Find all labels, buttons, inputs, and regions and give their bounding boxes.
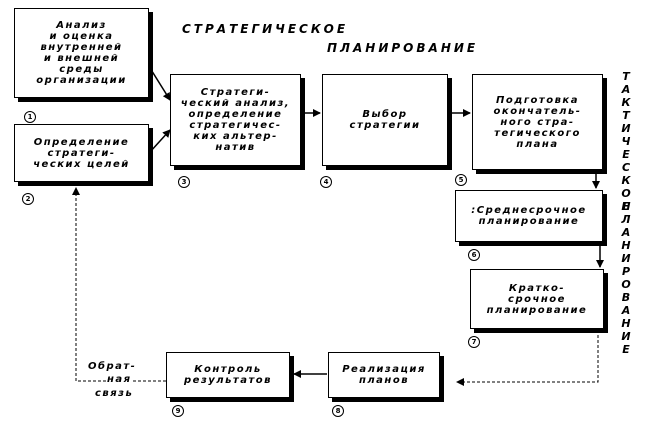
strategic-heading-line1: СТРАТЕГИЧЕСКОЕ: [182, 22, 349, 36]
box-implementation: Реализация планов: [328, 352, 440, 398]
box-final-plan: Подготовка окончатель- ного стра- тегиче…: [472, 74, 603, 170]
arrow-goals-to-strategic-analysis: [149, 129, 171, 153]
box-control: Контроль результатов: [166, 352, 290, 398]
step-number-5: 5: [455, 174, 467, 186]
feedback-label-line1: Обрат-: [88, 361, 137, 372]
box-mid-term: :Среднесрочное планирование: [455, 190, 603, 242]
box-short-term: Кратко- срочное планирование: [470, 269, 604, 329]
step-number-2: 2: [22, 193, 34, 205]
step-number-9: 9: [172, 405, 184, 417]
step-number-3: 3: [178, 176, 190, 188]
step-number-4: 4: [320, 176, 332, 188]
step-number-6: 6: [468, 249, 480, 261]
strategic-heading-line2: ПЛАНИРОВАНИЕ: [327, 41, 479, 55]
step-number-1: 1: [24, 111, 36, 123]
feedback-label-line2: ная: [107, 374, 132, 385]
step-number-8: 8: [332, 405, 344, 417]
box-goals: Определение стратеги- ческих целей: [14, 124, 149, 182]
box-analysis: Анализ и оценка внутренней и внешней сре…: [14, 8, 149, 98]
arrow-analysis-to-strategic-analysis: [149, 67, 171, 101]
step-number-7: 7: [468, 336, 480, 348]
arrow-short-term-to-implementation: [456, 330, 599, 386]
arrow-feedback-to-goals: [72, 187, 166, 382]
tactical-heading-line1: ТАКТИЧЕСКОЕ: [621, 70, 631, 213]
tactical-heading-line2: ПЛАНИРОВАНИЕ: [621, 200, 631, 356]
feedback-label-line3: связь: [95, 388, 134, 399]
box-strategic-analysis: Стратеги- ческий анализ, определение стр…: [170, 74, 301, 166]
box-choice: Выбор стратегии: [322, 74, 448, 166]
